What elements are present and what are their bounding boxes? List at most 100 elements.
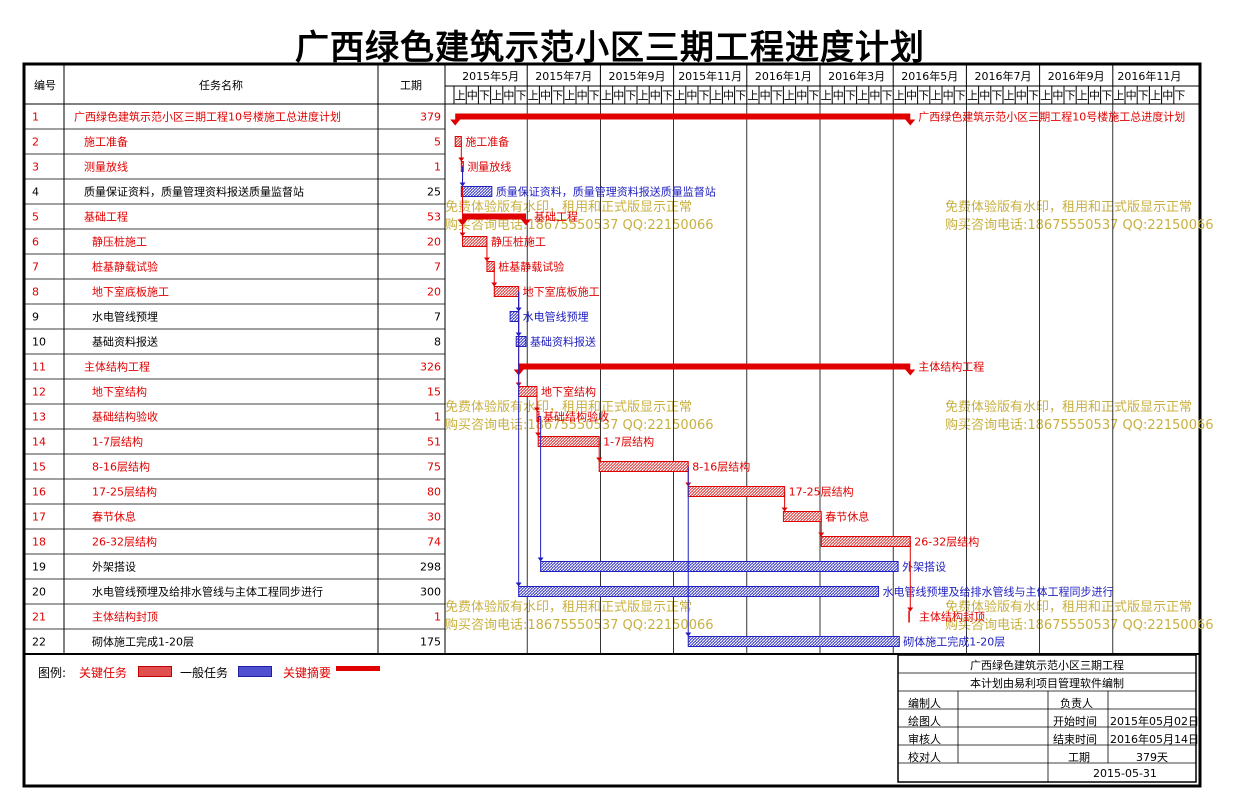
task-id: 17 xyxy=(32,511,46,524)
timeline-period-label: 下 xyxy=(479,89,490,102)
task-id: 14 xyxy=(32,436,46,449)
task-bar xyxy=(493,286,520,297)
task-name: 水电管线预埋 xyxy=(92,310,158,324)
bar-label: 质量保证资料，质量管理资料报送质量监督站 xyxy=(496,185,716,199)
header-duration: 工期 xyxy=(400,79,422,92)
task-id: 7 xyxy=(32,261,39,274)
timeline-period-label: 上 xyxy=(1040,89,1051,102)
summary-end-marker xyxy=(905,119,916,126)
timeline-period-label: 下 xyxy=(625,89,636,102)
tb-drawer-label: 绘图人 xyxy=(908,715,941,728)
task-name: 桩基静载试验 xyxy=(92,260,158,274)
timeline-period-label: 上 xyxy=(930,89,941,102)
task-name: 主体结构工程 xyxy=(84,360,150,374)
timeline-period-label: 中 xyxy=(760,89,771,102)
bar-label: 1-7层结构 xyxy=(603,435,654,449)
timeline-month-label: 2015年5月 xyxy=(462,69,519,83)
task-bar xyxy=(540,561,899,572)
timeline-month-label: 2016年9月 xyxy=(1048,69,1105,83)
bar-label: 施工准备 xyxy=(465,135,509,149)
bar-label: 基础结构验收 xyxy=(543,410,609,424)
timeline-month-label: 2015年11月 xyxy=(678,69,742,83)
task-bar xyxy=(518,386,538,397)
bar-label: 桩基静载试验 xyxy=(498,260,564,274)
task-duration: 20 xyxy=(427,286,441,299)
timeline-period-label: 上 xyxy=(601,89,612,102)
task-id: 11 xyxy=(32,361,46,374)
task-name: 基础结构验收 xyxy=(92,410,158,424)
timeline-period-label: 下 xyxy=(735,89,746,102)
dependency-arrow xyxy=(458,157,465,162)
task-id: 2 xyxy=(32,136,39,149)
task-id: 10 xyxy=(32,336,46,349)
dependency-arrow xyxy=(515,582,522,587)
timeline-period-label: 中 xyxy=(943,89,954,102)
task-id: 3 xyxy=(32,161,39,174)
watermark-line2: 购买咨询电话:18675550537 QQ:22150066 xyxy=(445,617,714,633)
timeline-month-label: 2015年7月 xyxy=(535,69,592,83)
task-duration: 1 xyxy=(434,411,441,424)
timeline-period-label: 上 xyxy=(784,89,795,102)
task-name: 施工准备 xyxy=(84,135,128,149)
timeline-month-label: 2015年9月 xyxy=(609,69,666,83)
summary-bar xyxy=(455,113,911,120)
timeline-period-label: 下 xyxy=(662,89,673,102)
task-id: 13 xyxy=(32,411,46,424)
timeline-period-label: 上 xyxy=(711,89,722,102)
task-duration: 30 xyxy=(427,511,441,524)
task-id: 16 xyxy=(32,486,46,499)
timeline-period-label: 上 xyxy=(455,89,466,102)
task-id: 4 xyxy=(32,186,39,199)
bar-label: 基础工程 xyxy=(534,211,578,224)
timeline-period-label: 下 xyxy=(1065,89,1076,102)
bar-label: 地下室底板施工 xyxy=(523,285,600,299)
timeline-period-label: 下 xyxy=(1101,89,1112,102)
timeline-month-label: 2016年11月 xyxy=(1117,69,1181,83)
timeline-period-label: 下 xyxy=(991,89,1002,102)
task-duration: 1 xyxy=(434,161,441,174)
timeline-period-label: 中 xyxy=(503,89,514,102)
timeline-period-label: 下 xyxy=(808,89,819,102)
watermark-line1: 免费体验版有水印，租用和正式版显示正常 xyxy=(445,199,692,215)
summary-end-marker xyxy=(905,369,916,376)
task-bar xyxy=(598,461,689,472)
task-duration: 80 xyxy=(427,486,441,499)
bar-label: 基础资料报送 xyxy=(530,335,596,349)
title-block-frame xyxy=(897,654,1197,783)
tb-start-label: 开始时间 xyxy=(1053,715,1097,728)
summary-end-marker xyxy=(520,219,531,226)
timeline-month-label: 2016年5月 xyxy=(901,69,958,83)
bar-label: 17-25层结构 xyxy=(789,485,854,499)
timeline-period-label: 上 xyxy=(821,89,832,102)
dependency-arrow xyxy=(907,607,914,612)
timeline-period-label: 中 xyxy=(613,89,624,102)
header-name: 任务名称 xyxy=(199,78,243,92)
task-id: 6 xyxy=(32,236,39,249)
task-duration: 20 xyxy=(427,236,441,249)
timeline-period-label: 上 xyxy=(967,89,978,102)
watermark-line1: 免费体验版有水印，租用和正式版显示正常 xyxy=(945,399,1192,415)
bar-label: 8-16层结构 xyxy=(692,460,750,474)
timeline-period-label: 中 xyxy=(686,89,697,102)
task-bar xyxy=(518,586,880,597)
legend-summary-swatch xyxy=(336,666,380,671)
header-id: 编号 xyxy=(34,78,56,92)
dependency-arrow xyxy=(781,507,788,512)
tb-checker-label: 校对人 xyxy=(908,751,941,764)
task-name: 广西绿色建筑示范小区三期工程10号楼施工总进度计划 xyxy=(74,110,341,124)
timeline-period-label: 上 xyxy=(747,89,758,102)
title-block: 广西绿色建筑示范小区三期工程 本计划由易利项目管理软件编制 编制人 负责人 绘图… xyxy=(898,655,1199,782)
task-duration: 326 xyxy=(420,361,441,374)
task-name: 砌体施工完成1-20层 xyxy=(92,635,194,649)
timeline-period-label: 上 xyxy=(857,89,868,102)
task-duration: 15 xyxy=(427,386,441,399)
timeline-period-label: 中 xyxy=(1016,89,1027,102)
timeline-period-label: 中 xyxy=(467,89,478,102)
timeline-period-label: 中 xyxy=(577,89,588,102)
task-duration: 74 xyxy=(427,536,441,549)
task-duration: 25 xyxy=(427,186,441,199)
legend-label: 图例: xyxy=(38,666,67,680)
timeline-period-label: 上 xyxy=(638,89,649,102)
task-name: 地下室结构 xyxy=(92,385,147,399)
task-id: 12 xyxy=(32,386,46,399)
